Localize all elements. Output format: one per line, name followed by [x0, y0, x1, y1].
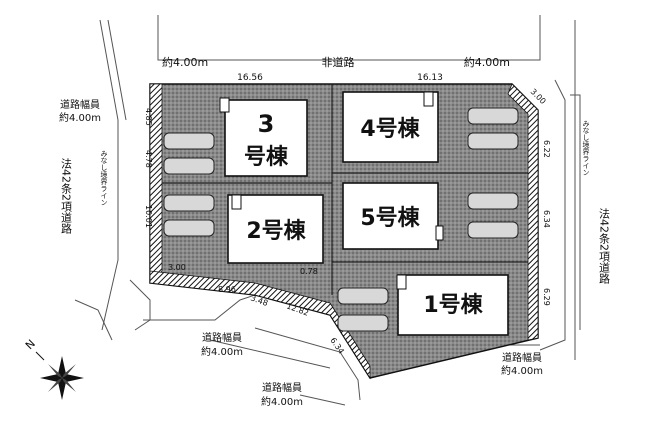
bottom-road-2-line1: 道路幅員	[262, 381, 302, 394]
lot5-label: 5号棟	[360, 205, 420, 231]
dim-left-bottom: 3.00	[168, 263, 186, 272]
dim-left-2: 4.78	[144, 150, 153, 168]
lot4-label: 4号棟	[360, 116, 420, 142]
top-road-left-width: 約4.00m	[162, 55, 208, 69]
right-road-width-line2: 約4.00m	[501, 364, 543, 377]
building-lot4	[342, 91, 439, 163]
left-road-width-line1: 道路幅員	[60, 98, 100, 111]
lot3-number: 3	[258, 110, 275, 138]
building-lot1	[397, 274, 509, 336]
car-icon	[467, 107, 519, 125]
lot1-label: 1号棟	[423, 292, 483, 318]
buildings	[224, 91, 509, 336]
right-road-article: 法42条2項道路	[598, 207, 611, 285]
car-icon	[467, 221, 519, 239]
meter-icon	[435, 225, 444, 241]
car-icon	[163, 219, 215, 237]
meter-icon	[396, 274, 407, 290]
dim-mid-bottom: 0.78	[300, 267, 318, 276]
parking-spaces	[163, 107, 519, 332]
lot3-label: 号棟	[244, 144, 289, 170]
meter-icon	[219, 97, 230, 113]
dim-left-3: 10.01	[144, 205, 153, 228]
dim-right-2: 6.34	[542, 210, 551, 228]
lot2-label: 2号棟	[246, 218, 306, 244]
compass-icon	[35, 351, 84, 400]
meter-boxes	[219, 91, 444, 290]
dim-bottom-left: 8.96	[218, 285, 236, 294]
left-road-minashi: みなし境界ライン	[100, 150, 108, 206]
car-icon	[337, 314, 389, 332]
dim-top-right: 16.13	[417, 73, 443, 83]
top-road-right-width: 約4.00m	[464, 55, 510, 69]
bottom-road-1-line1: 道路幅員	[202, 331, 242, 344]
lot-dividers	[162, 84, 528, 295]
setback-strips	[149, 83, 539, 380]
dim-diag-3: 6.34	[328, 336, 346, 356]
right-road-minashi: みなし境界ライン	[582, 120, 590, 176]
bottom-road-1-line2: 約4.00m	[201, 345, 243, 358]
right-road-width-line1: 道路幅員	[502, 351, 542, 364]
dim-right-1: 6.22	[542, 140, 551, 158]
car-icon	[163, 194, 215, 212]
car-icon	[467, 132, 519, 150]
left-road-article: 法42条2項道路	[60, 157, 73, 235]
left-road-width-line2: 約4.00m	[59, 111, 101, 124]
building-lot3	[224, 99, 308, 177]
car-icon	[467, 192, 519, 210]
building-lot2	[227, 194, 324, 264]
meter-icon	[231, 194, 242, 210]
dim-right-3: 6.29	[542, 288, 551, 306]
meter-icon	[423, 91, 434, 107]
bottom-road-2-line2: 約4.00m	[261, 395, 303, 408]
top-road-name: 非道路	[322, 55, 355, 69]
car-icon	[163, 132, 215, 150]
dim-left-1: 4.85	[144, 108, 153, 126]
building-lot5	[342, 182, 439, 250]
compass-north-label: N	[23, 337, 38, 352]
car-icon	[337, 287, 389, 305]
dim-top-left: 16.56	[237, 73, 263, 83]
car-icon	[163, 157, 215, 175]
